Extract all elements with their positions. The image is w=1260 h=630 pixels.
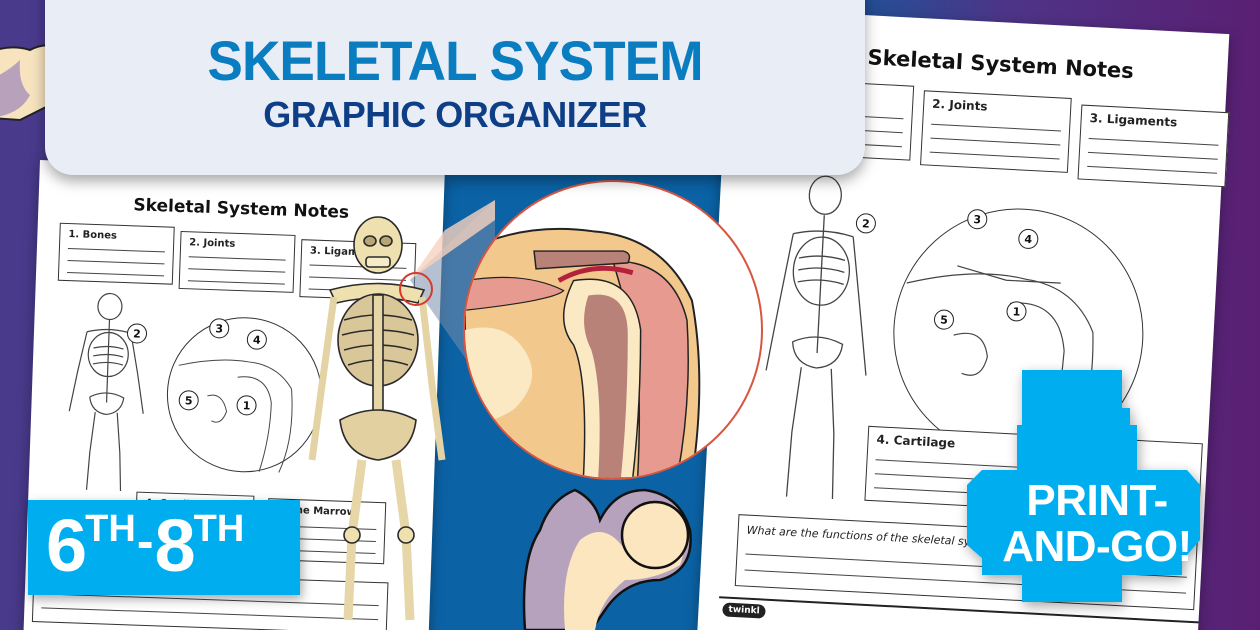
title-banner: SKELETAL SYSTEM GRAPHIC ORGANIZER [45,0,865,175]
skeleton-outline-illustration [68,292,144,492]
shoulder-highlight-ring [399,272,433,306]
banner-subtitle: GRAPHIC ORGANIZER [263,94,647,135]
grade-end-suffix: TH [193,508,245,550]
print-line-2: AND-GO! [1002,522,1192,571]
grade-end: 8 [154,504,195,587]
question-text: What are the functions of the skeletal s… [746,523,999,550]
print-and-go-label: PRINT- AND-GO! [962,478,1232,570]
grade-separator: - [136,513,154,569]
note-box-label: 2. Joints [189,237,236,250]
grade-start-suffix: TH [85,508,136,550]
grade-level-badge: 6 TH - 8 TH [28,500,300,595]
note-box-label: 1. Bones [68,229,118,242]
worksheet-preview-left: Skeletal System Notes 1. Bones 2. Joints… [22,160,445,630]
print-line-1: PRINT- [1026,476,1168,525]
worksheet-preview-right: Skeletal System Notes 1. Bones 2. Joints… [696,8,1230,630]
shoulder-joint-diagram [164,314,325,475]
note-box-label: 4. Cartilage [876,432,956,451]
skeleton-illustration [308,216,446,621]
grade-start: 6 [46,504,87,587]
note-box-label: 2. Joints [931,96,988,114]
twinkl-logo: twinkl [722,602,767,619]
note-box-bones: 1. Bones [57,222,175,285]
note-box-joints: 2. Joints [920,90,1072,173]
banner-title: SKELETAL SYSTEM [207,29,703,92]
note-box-joints: 2. Joints [178,230,296,293]
note-box-label: 3. Ligaments [1089,110,1178,130]
skeleton-outline-illustration [765,175,867,500]
worksheet-title: Skeletal System Notes [866,45,1135,84]
note-box-ligaments: 3. Ligaments [1077,104,1230,188]
femur-bone-illustration [522,488,692,630]
shoulder-cross-section-illustration [463,180,763,480]
print-and-go-badge [967,370,1200,602]
